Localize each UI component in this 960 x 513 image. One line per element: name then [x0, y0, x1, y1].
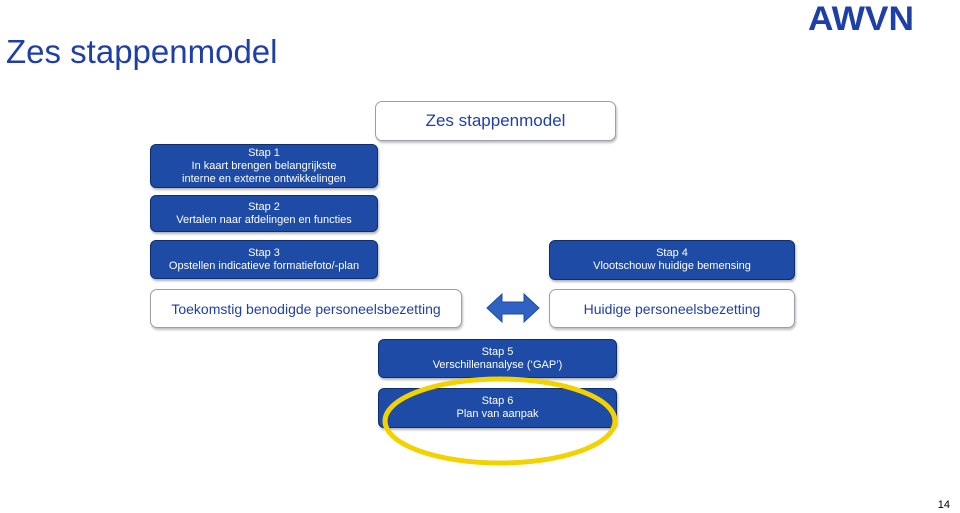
stap1-label: Stap 1 [248, 146, 280, 159]
toekomstig-label: Toekomstig benodigde personeelsbezetting [171, 300, 441, 317]
stap4-label: Stap 4 [656, 247, 688, 259]
stap4-box: Stap 4 Vlootschouw huidige bemensing [549, 240, 795, 280]
stap1-line2: interne en externe ontwikkelingen [182, 172, 346, 185]
huidige-box: Huidige personeelsbezetting [549, 289, 795, 328]
stap6-line1: Plan van aanpak [456, 408, 539, 420]
stap6-label: Stap 6 [481, 395, 514, 407]
stap5-line1: Verschillenanalyse (‘GAP’) [432, 358, 563, 371]
awvn-logo: AWVN [808, 2, 914, 34]
double-arrow-icon [486, 292, 540, 324]
stap1-line1: In kaart brengen belangrijkste [191, 159, 337, 172]
stap2-line1: Vertalen naar afdelingen en functies [176, 213, 352, 226]
stap2-label: Stap 2 [248, 200, 280, 213]
stap5-label: Stap 5 [481, 345, 514, 358]
stap2-box: Stap 2 Vertalen naar afdelingen en funct… [150, 195, 378, 232]
stap4-line1: Vlootschouw huidige bemensing [593, 260, 751, 272]
diagram-heading: Zes stappenmodel [425, 111, 566, 130]
diagram-heading-box: Zes stappenmodel [375, 101, 616, 141]
stap5-box: Stap 5 Verschillenanalyse (‘GAP’) [378, 339, 617, 378]
page-number: 14 [937, 499, 950, 511]
stap3-line1: Opstellen indicatieve formatiefoto/-plan [168, 259, 360, 272]
stap1-box: Stap 1 In kaart brengen belangrijkste in… [150, 144, 378, 188]
huidige-label: Huidige personeelsbezetting [583, 300, 761, 317]
stap3-label: Stap 3 [248, 246, 280, 259]
stap3-box: Stap 3 Opstellen indicatieve formatiefot… [150, 240, 378, 279]
toekomstig-box: Toekomstig benodigde personeelsbezetting [150, 289, 462, 328]
stap6-box: Stap 6 Plan van aanpak [378, 388, 617, 428]
page-title: Zes stappenmodel [6, 33, 278, 70]
logo-text: AWVN [808, 2, 914, 34]
